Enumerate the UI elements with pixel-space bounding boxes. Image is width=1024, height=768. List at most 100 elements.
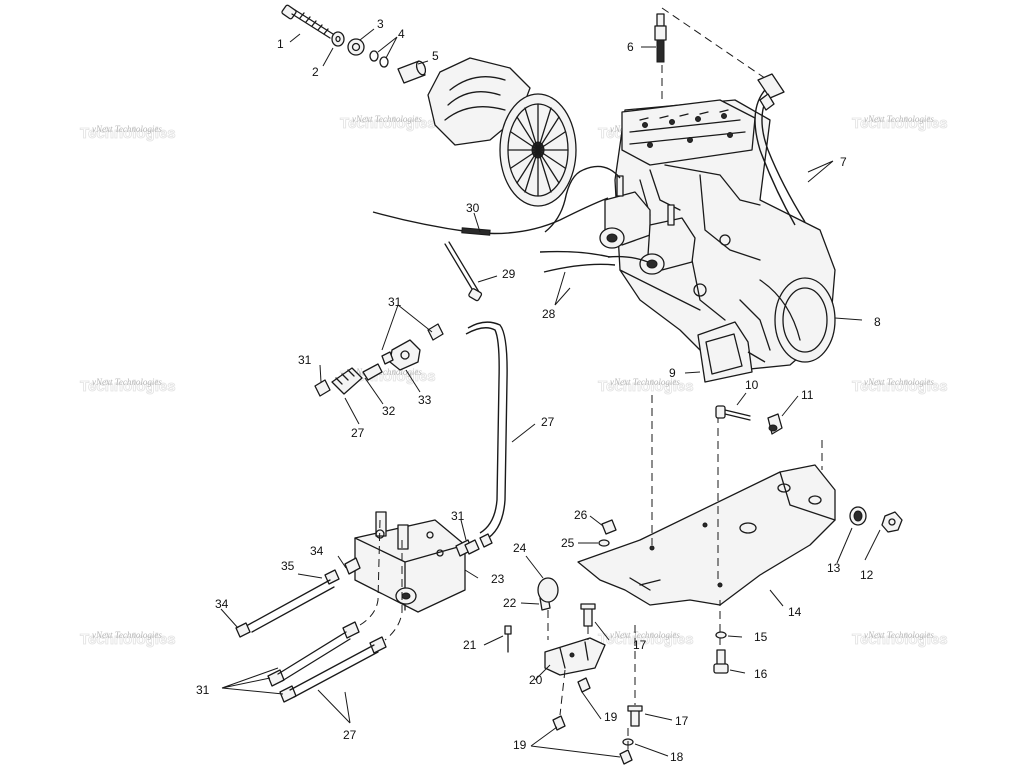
callout-8: 8: [874, 315, 881, 329]
svg-text:vNext Technologies: vNext Technologies: [864, 377, 934, 387]
nut-26: [601, 519, 617, 535]
callout-19-upper: 19: [604, 710, 618, 724]
stud-17-lower: [627, 705, 643, 727]
svg-text:Technologies: Technologies: [80, 125, 176, 142]
svg-text:Technologies: Technologies: [852, 115, 948, 132]
callout-26: 26: [574, 508, 588, 522]
svg-text:vNext Technologies: vNext Technologies: [352, 114, 422, 124]
callout-30: 30: [466, 201, 480, 215]
fuel-pump: [344, 511, 473, 613]
nut: [881, 511, 903, 533]
throttle-cable: [372, 165, 621, 236]
bolt: [281, 4, 334, 39]
callout-5: 5: [432, 49, 439, 63]
fuel-fittings: [314, 323, 444, 397]
bumper-24: [537, 577, 559, 603]
svg-text:vNext Technologies: vNext Technologies: [610, 377, 680, 387]
callout-labels: 1 2 3 4 5 6 7 8 9 10 11 12 13 14 15 16 1…: [196, 17, 881, 764]
callout-31-lower: 31: [196, 683, 210, 697]
callout-25: 25: [561, 536, 575, 550]
bolt-21: [504, 625, 512, 653]
leader-lines: [220, 28, 881, 758]
callout-31-upper: 31: [388, 295, 402, 309]
svg-text:vNext Technologies: vNext Technologies: [92, 377, 162, 387]
svg-text:vNext Technologies: vNext Technologies: [352, 367, 422, 377]
callout-33: 33: [418, 393, 432, 407]
spacer: [397, 60, 427, 84]
callout-22: 22: [503, 596, 517, 610]
svg-text:vNext Technologies: vNext Technologies: [864, 630, 934, 640]
callout-6: 6: [627, 40, 634, 54]
pump-to-fittings-hoses: [359, 519, 403, 641]
svg-text:Technologies: Technologies: [340, 115, 436, 132]
o-rings: [369, 50, 389, 68]
bracket: [544, 637, 606, 676]
drive-clutch: [427, 57, 577, 207]
callout-35: 35: [281, 559, 295, 573]
bushing: [347, 38, 365, 56]
callout-20: 20: [529, 673, 543, 687]
callout-31-pump: 31: [451, 509, 465, 523]
mount-bolt: [715, 405, 751, 421]
callout-10: 10: [745, 378, 759, 392]
callout-23: 23: [491, 572, 505, 586]
spark-plug-wires: [754, 73, 806, 226]
washer: [331, 31, 345, 47]
callout-24: 24: [513, 541, 527, 555]
callout-29: 29: [502, 267, 516, 281]
callout-4: 4: [398, 27, 405, 41]
svg-text:vNext Technologies: vNext Technologies: [92, 630, 162, 640]
stud-17: [580, 603, 596, 627]
callout-14: 14: [788, 605, 802, 619]
spark-plug: [654, 7, 776, 100]
callout-18: 18: [670, 750, 684, 764]
callout-3: 3: [377, 17, 384, 31]
bracket-dash-lines: [547, 610, 636, 750]
callout-16: 16: [754, 667, 768, 681]
engine: [614, 99, 836, 371]
svg-text:Technologies: Technologies: [598, 631, 694, 648]
nut-19-lower: [552, 715, 566, 731]
callout-27-fitting: 27: [351, 426, 365, 440]
callout-19-lower: 19: [513, 738, 527, 752]
callout-31-left: 31: [298, 353, 312, 367]
bolt-16: [713, 649, 729, 674]
fuel-hoses: [247, 579, 379, 698]
oil-pump-cables: [539, 250, 649, 273]
callout-2: 2: [312, 65, 319, 79]
long-bolt: [444, 241, 483, 302]
callout-1: 1: [277, 37, 284, 51]
callout-28: 28: [542, 307, 556, 321]
svg-text:vNext Technologies: vNext Technologies: [92, 124, 162, 134]
rubber-mount: [767, 413, 783, 435]
nut-19: [577, 677, 591, 693]
callout-21: 21: [463, 638, 477, 652]
fuel-line: [465, 321, 508, 541]
callout-27-fuel-line: 27: [541, 415, 555, 429]
callout-9: 9: [669, 366, 676, 380]
nut-19-bottom: [619, 749, 633, 765]
callout-17-upper: 17: [633, 638, 647, 652]
callout-17-lower: 17: [675, 714, 689, 728]
carburetors: [599, 175, 696, 275]
washer-25: [598, 539, 610, 547]
grommet: [849, 506, 867, 526]
callout-34-upper: 34: [310, 544, 324, 558]
washer-15: [715, 631, 727, 639]
callout-11: 11: [801, 388, 814, 402]
svg-text:Technologies: Technologies: [598, 378, 694, 395]
callout-15: 15: [754, 630, 768, 644]
svg-text:Technologies: Technologies: [852, 631, 948, 648]
callout-27-hoses: 27: [343, 728, 357, 742]
callout-7: 7: [840, 155, 847, 169]
svg-text:Technologies: Technologies: [80, 378, 176, 395]
svg-text:Technologies: Technologies: [80, 631, 176, 648]
